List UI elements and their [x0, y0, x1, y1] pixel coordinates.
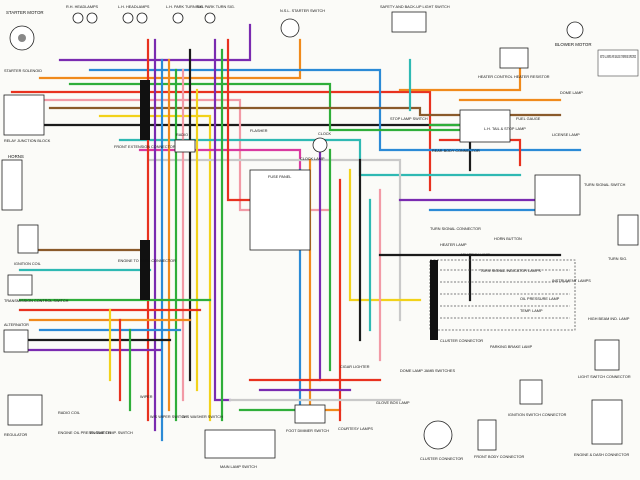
transmission-switch-symbol — [7, 274, 33, 296]
label-oil-pressure-lamp: OIL PRESSURE LAMP — [520, 297, 560, 301]
horns-symbol — [1, 159, 23, 211]
label-safety-backup: SAFETY AND BACK-UP LIGHT SWITCH — [380, 5, 450, 9]
label-starter-solenoid: STARTER SOLENOID — [4, 69, 42, 73]
lh-headlamp-2 — [136, 12, 148, 24]
label-rear-body-connector: REAR BODY CONNECTOR — [432, 149, 480, 153]
alternator-symbol — [3, 329, 29, 353]
label-lh-tail-stop: L.H. TAIL & STOP LAMP — [484, 127, 526, 131]
label-main-lamp-switch: MAIN LAMP SWITCH — [220, 465, 257, 469]
label-starter-switch: N.S.L. STARTER SWITCH — [280, 9, 325, 13]
note-text: NOTE: ALL WIRES ARE UNLESS OTHERWISE SPE… — [600, 54, 636, 59]
label-parking-brake-lamp: PARKING BRAKE LAMP — [490, 345, 533, 349]
label-cluster-connector: CLUSTER CONNECTOR — [440, 339, 483, 343]
engine-dash-connector-symbol — [140, 240, 150, 300]
clock-symbol — [312, 137, 328, 153]
relay-junction-symbol — [3, 94, 45, 136]
lh-park-lamp — [172, 12, 184, 24]
label-turn-signal-switch: TURN SIGNAL SWITCH — [584, 183, 626, 187]
label-front-body-connector: FRONT BODY CONNECTOR — [474, 455, 524, 459]
label-starter-motor: STARTER MOTOR — [6, 10, 44, 15]
label-washer-switch: W/S WASHER SWITCH — [182, 415, 223, 419]
label-courtesy-lamps: COURTESY LAMPS — [338, 427, 373, 431]
safety-switch-symbol — [391, 11, 427, 33]
label-engine-oil-press: ENGINE OIL PRESS. SWITCH — [58, 431, 111, 435]
label-radio: RADIO — [176, 133, 188, 137]
label-foot-dimmer: FOOT DIMMER SWITCH — [286, 429, 329, 433]
ignition-switch-connector-symbol — [519, 379, 543, 405]
label-blower-motor: BLOWER MOTOR — [555, 42, 592, 47]
foot-dimmer-symbol — [294, 404, 326, 424]
front-ext-connector-symbol — [140, 80, 150, 140]
ignition-coil-symbol — [17, 224, 39, 254]
label-cluster-connector-b: CLUSTER CONNECTOR — [420, 457, 463, 461]
main-lamp-switch-symbol — [204, 429, 276, 459]
label-instrument-lamps: INSTRUMENT LAMPS — [552, 279, 591, 283]
label-temp-lamp: TEMP. LAMP — [520, 309, 543, 313]
turn-signal-switch-symbol — [534, 174, 581, 216]
components — [1, 11, 639, 459]
label-engine-harness-connector: ENGINE & DASH CONNECTOR — [574, 453, 629, 457]
label-relay-junction: RELAY JUNCTION BLOCK — [4, 139, 51, 143]
label-engine-temp-switch: ENGINE TEMP. SWITCH — [90, 431, 133, 435]
label-high-beam-lamp: HIGH BEAM IND. LAMP — [588, 317, 630, 321]
label-wiper: WIPER — [140, 395, 153, 399]
label-regulator: REGULATOR — [4, 433, 28, 437]
label-dome-lamp-jamb: DOME LAMP JAMB SWITCHES — [400, 369, 455, 373]
radio-symbol — [174, 139, 196, 153]
label-transmission-switch: TRANSMISSION CONTROL SWITCH — [4, 299, 69, 303]
starter-switch-symbol — [280, 18, 300, 38]
label-turn-signal-indicator: TURN SIGNAL INDICATOR LAMPS — [480, 269, 541, 273]
label-lh-park-turn: L.H. PARK TURN SIG. — [166, 5, 204, 9]
label-lh-headlamps: L.H. HEADLAMPS — [118, 5, 150, 9]
label-heater-lamp: HEATER LAMP — [440, 243, 467, 247]
label-front-ext-connector: FRONT EXTENSION CONNECTOR — [114, 145, 176, 149]
label-turn-sig-r: TURN SIG. — [608, 257, 627, 261]
rh-park-lamp — [204, 12, 216, 24]
label-radio-coil: RADIO COIL — [58, 411, 80, 415]
light-switch-connector-symbol — [594, 339, 620, 371]
heater-control-symbol — [499, 47, 529, 69]
lh-headlamp-1 — [122, 12, 134, 24]
label-horn-button: HORN BUTTON — [494, 237, 522, 241]
label-ash-tray-lamp: ASH TRAY LAMP — [460, 253, 490, 257]
label-glove-box-lamp: GLOVE BOX LAMP — [376, 401, 410, 405]
label-rh-headlamps: R.H. HEADLAMPS — [66, 5, 99, 9]
rh-headlamp-2 — [86, 12, 98, 24]
label-flasher: FLASHER — [250, 129, 268, 133]
regulator-symbol — [7, 394, 43, 426]
cluster-connector-round-symbol — [423, 420, 453, 450]
cluster-connector-symbol — [430, 260, 438, 340]
label-fuse-panel: FUSE PANEL — [268, 175, 291, 179]
fuse-panel-symbol — [249, 169, 311, 251]
label-alternator: ALTERNATOR — [4, 323, 29, 327]
right-turn-signal-symbol — [617, 214, 639, 246]
labels: STARTER MOTOR R.H. HEADLAMPS L.H. HEADLA… — [4, 5, 636, 469]
label-license-lamp: LICENSE LAMP — [552, 133, 580, 137]
label-cigar-lighter: CIGAR LIGHTER — [340, 365, 370, 369]
rh-headlamp-1 — [72, 12, 84, 24]
label-heater-resistor: HEATER RESISTOR — [514, 75, 550, 79]
label-horns: HORNS — [8, 154, 24, 159]
label-ignition-coil: IGNITION COIL — [14, 262, 41, 266]
front-body-connector-symbol — [477, 419, 497, 451]
engine-harness-connector-symbol — [591, 399, 623, 445]
label-clock: CLOCK — [318, 132, 332, 136]
starter-motor-core — [18, 34, 26, 42]
label-rh-park-turn: R.H. PARK TURN SIG. — [196, 5, 235, 9]
label-clock-lamp: CLOCK LAMP — [300, 157, 325, 161]
label-turn-signal-connector: TURN SIGNAL CONNECTOR — [430, 227, 481, 231]
label-fuel-gauge: FUEL GAUGE — [516, 117, 541, 121]
label-wiper-switch: W/S WIPER SWITCH — [150, 415, 187, 419]
blower-motor-symbol — [566, 21, 584, 39]
label-engine-dash-connector: ENGINE TO DASH CONNECTOR — [118, 259, 176, 263]
label-dome-lamp: DOME LAMP — [560, 91, 583, 95]
label-heater-control: HEATER CONTROL — [478, 75, 513, 79]
note-box — [597, 49, 639, 77]
label-ignition-switch-connector: IGNITION SWITCH CONNECTOR — [508, 413, 567, 417]
label-stop-lamp-switch: STOP LAMP SWITCH — [390, 117, 428, 121]
tail-lamps-symbol — [459, 109, 511, 143]
label-light-switch-connector: LIGHT SWITCH CONNECTOR — [578, 375, 631, 379]
